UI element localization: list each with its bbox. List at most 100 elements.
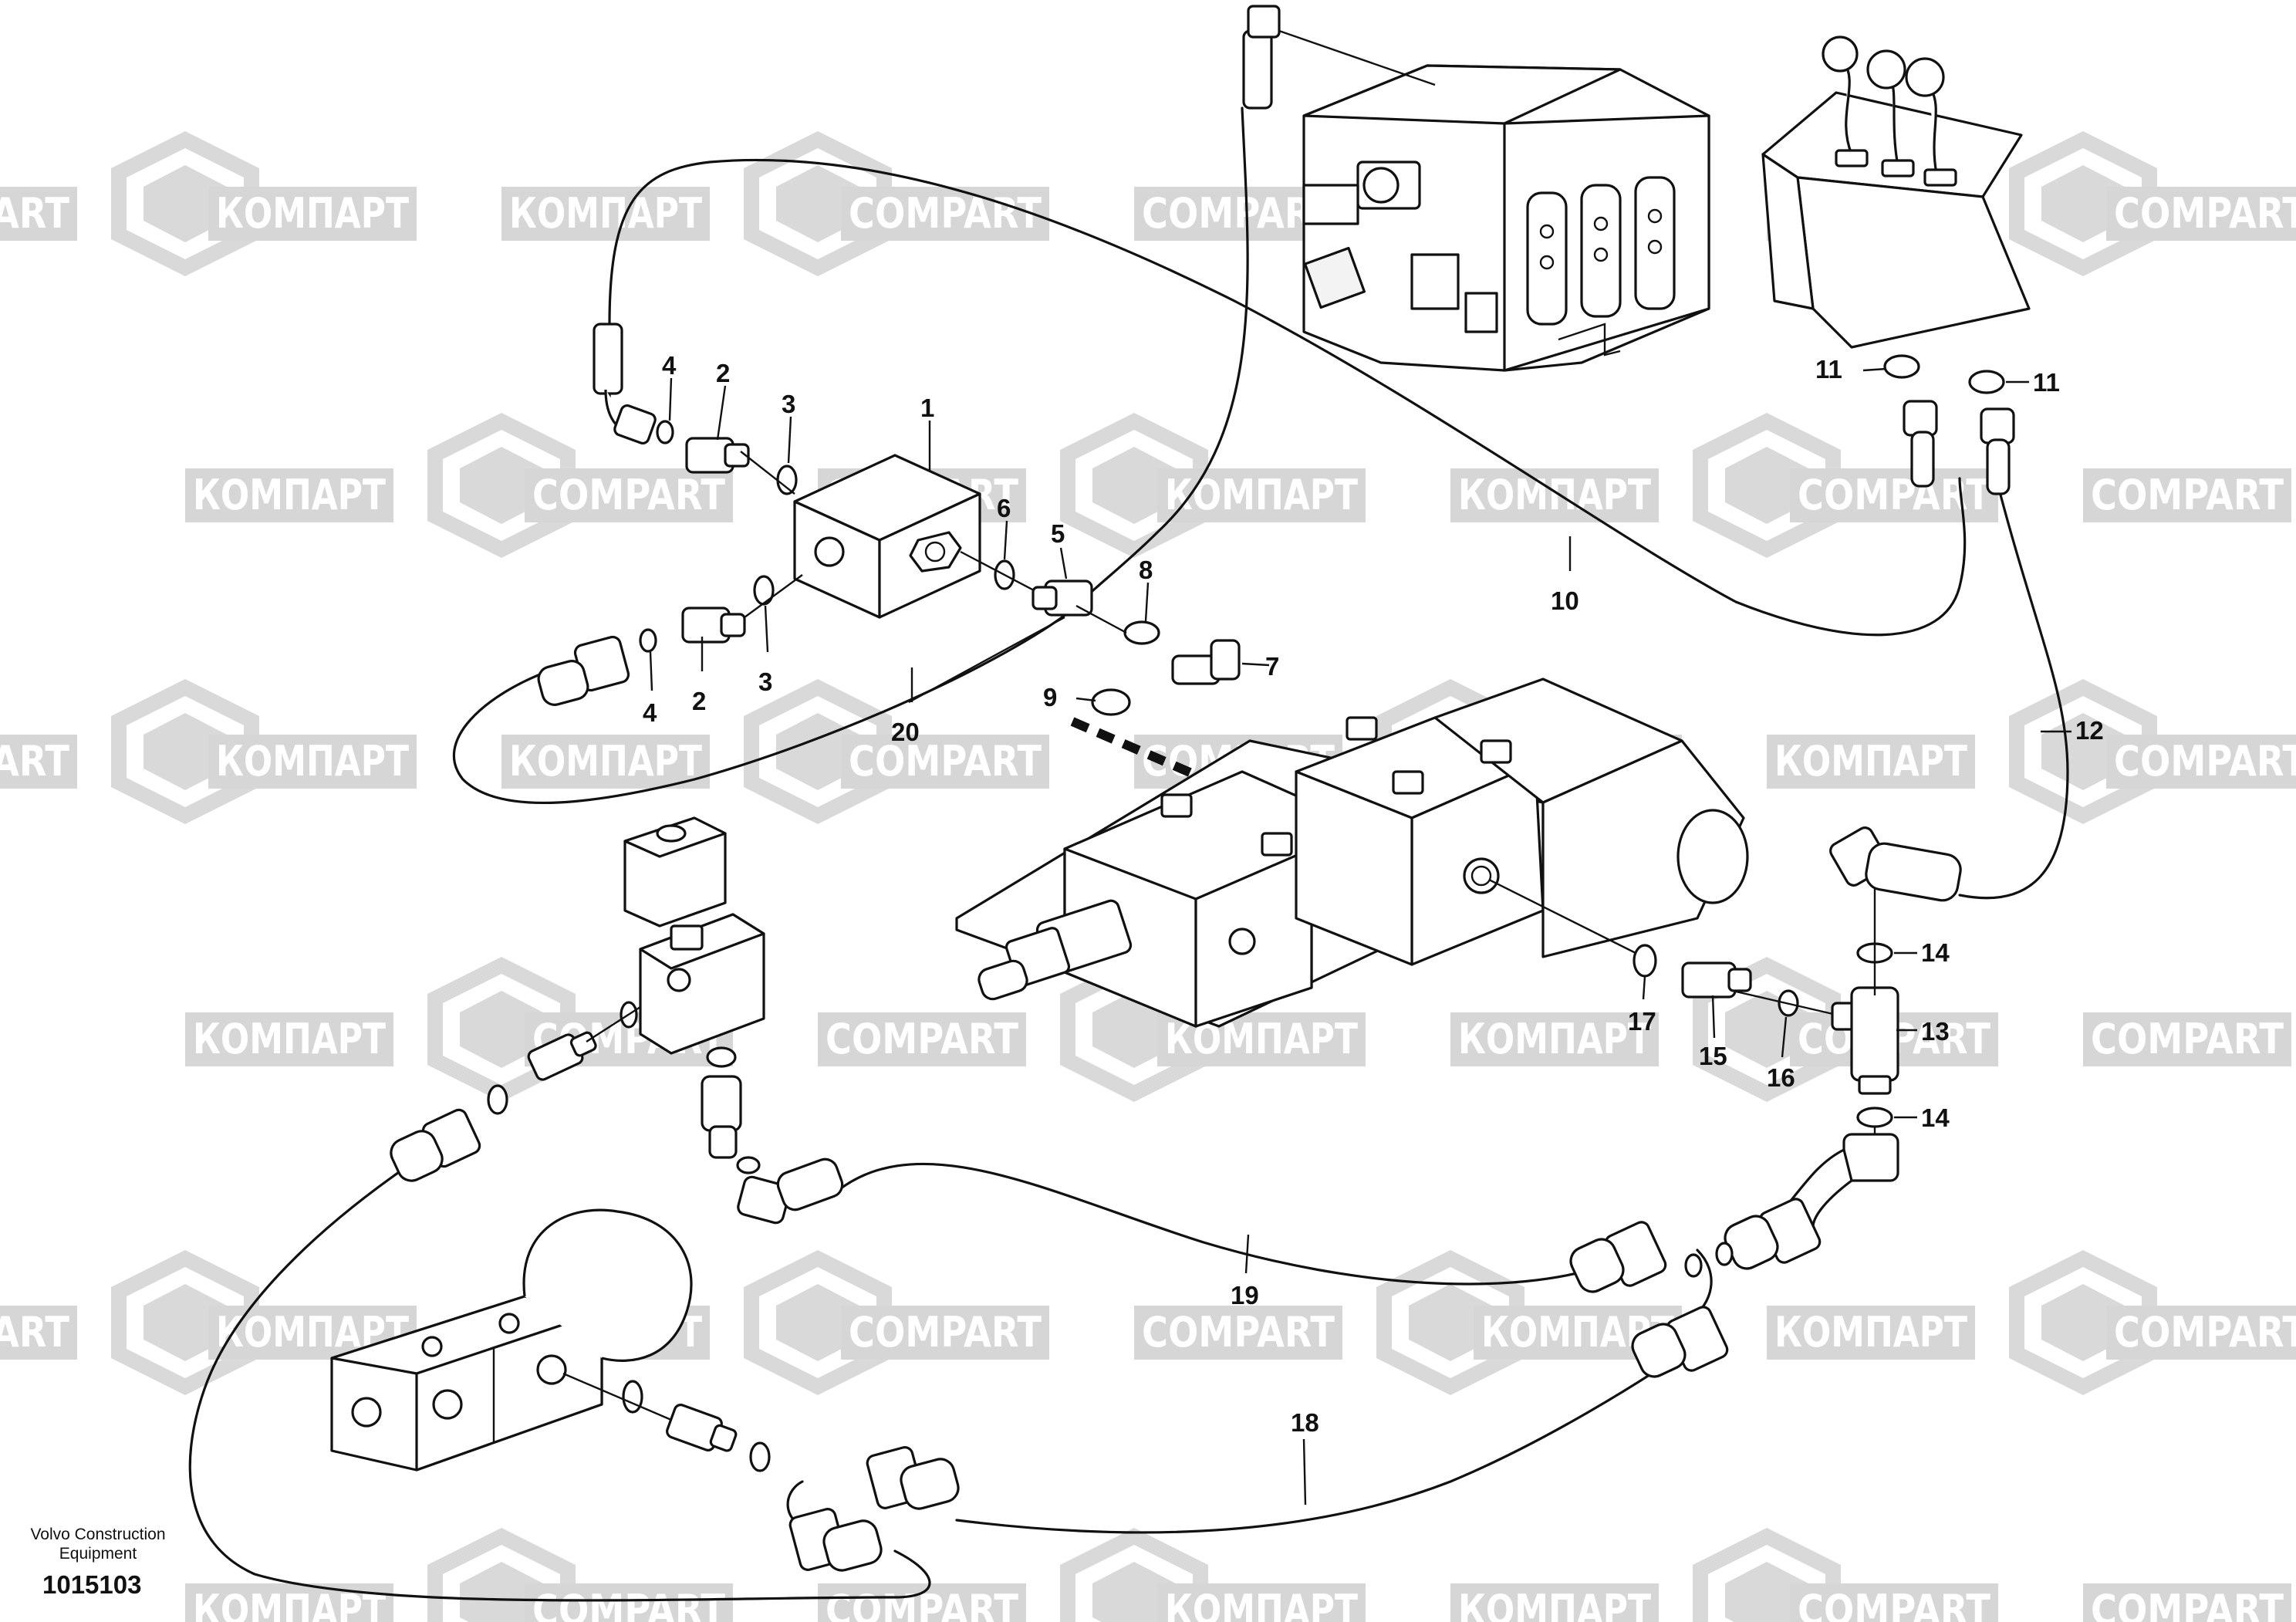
watermark-text: КОМПАРТ — [1774, 1308, 1967, 1357]
callout-18: 18 — [1291, 1408, 1319, 1437]
watermark-band — [525, 468, 733, 522]
watermark-band — [818, 1583, 1026, 1622]
control-valve-block — [1302, 64, 1710, 372]
callout-5: 5 — [1051, 519, 1065, 548]
callout-19: 19 — [1231, 1281, 1259, 1309]
callout-1: 1 — [920, 394, 934, 422]
watermark-text: КОМПАРТ — [1458, 471, 1651, 519]
watermark-text: COMPART — [849, 189, 1042, 238]
watermark-band — [2106, 187, 2296, 241]
elbow-fitting-7 — [1171, 639, 1241, 685]
watermark-band — [2106, 1306, 2296, 1360]
callout-20: 20 — [891, 718, 920, 746]
watermark-text: COMPART — [0, 1308, 69, 1357]
callout-11-left: 11 — [1815, 355, 1842, 384]
watermark-band — [185, 1583, 393, 1622]
manifold-plug — [977, 899, 1133, 1001]
watermark-text: COMPART — [0, 737, 69, 786]
valve-block-1 — [793, 454, 981, 619]
watermark-band — [1450, 1583, 1659, 1622]
watermark-band — [841, 187, 1049, 241]
watermark-text: COMPART — [1798, 1586, 1990, 1622]
watermark-text: COMPART — [532, 1586, 725, 1622]
watermark-band — [2083, 1583, 2291, 1622]
watermark-text: COMPART — [849, 1308, 1042, 1357]
central-valve-manifold — [955, 678, 1749, 1028]
watermark-text: COMPART — [532, 471, 725, 519]
watermark-text: КОМПАРТ — [1774, 737, 1967, 786]
hose-20 — [452, 608, 1074, 805]
callouts: 1 2 2 3 3 4 4 5 6 7 8 9 10 11 11 12 13 1… — [643, 351, 2104, 1437]
callout-9: 9 — [1043, 683, 1057, 711]
callout-10: 10 — [1551, 586, 1579, 615]
block-1-fittings — [537, 323, 1241, 716]
leader-lines — [649, 367, 2071, 1505]
top-hose-fitting — [1242, 5, 1436, 110]
watermark-band — [2083, 1012, 2291, 1066]
tee-fitting-assembly — [1633, 826, 1962, 1228]
watermark-text: COMPART — [826, 1586, 1018, 1622]
manufacturer-line-2: Equipment — [59, 1545, 137, 1563]
watermark-band — [2106, 735, 2296, 789]
watermark-text: COMPART — [849, 737, 1042, 786]
watermark-band — [1450, 468, 1659, 522]
callout-15: 15 — [1699, 1042, 1727, 1070]
watermark-text: COMPART — [2114, 1308, 2296, 1357]
watermark-band — [0, 735, 77, 789]
callout-2-top: 2 — [716, 359, 730, 387]
callout-4-top: 4 — [662, 351, 677, 380]
watermark-band — [818, 1012, 1026, 1066]
watermark-band — [1157, 468, 1366, 522]
drawing-number: 1015103 — [42, 1570, 141, 1599]
watermark-band — [1134, 1306, 1342, 1360]
watermark-text: COMPART — [826, 1015, 1018, 1063]
watermark-text: COMPART — [2091, 471, 2284, 519]
drawing-footer: Volvo Construction Equipment 1015103 — [30, 1526, 165, 1599]
watermark-band — [0, 187, 77, 241]
callout-17: 17 — [1628, 1007, 1656, 1036]
watermark-text: КОМПАРТ — [509, 737, 702, 786]
accumulator-block — [330, 1208, 960, 1572]
hose-10 — [608, 158, 1967, 637]
pilot-control-joystick — [1761, 35, 2031, 349]
watermark-text: COMPART — [0, 189, 69, 238]
watermark-band — [841, 735, 1049, 789]
watermark-text: КОМПАРТ — [216, 737, 409, 786]
watermark-text: КОМПАРТ — [1458, 1586, 1651, 1622]
watermark-band — [525, 1583, 733, 1622]
watermark-band — [1157, 1583, 1366, 1622]
watermark-band — [841, 1306, 1049, 1360]
watermark-band — [0, 1306, 77, 1360]
watermark-band — [185, 468, 393, 522]
joystick-fittings — [1883, 354, 2015, 495]
watermark-text: КОМПАРТ — [193, 471, 386, 519]
watermark-band — [185, 1012, 393, 1066]
callout-7: 7 — [1265, 652, 1279, 681]
watermark-text: COMPART — [2091, 1015, 2284, 1063]
watermark-band — [208, 735, 417, 789]
callout-4-bottom: 4 — [643, 698, 657, 727]
callout-11-right: 11 — [2033, 368, 2060, 397]
callout-12: 12 — [2075, 716, 2104, 745]
hose-ends-right — [1569, 1198, 1822, 1378]
watermark-band — [1767, 735, 1975, 789]
callout-16: 16 — [1767, 1063, 1795, 1092]
watermark-text: КОМПАРТ — [1165, 1586, 1358, 1622]
hose-19 — [839, 1162, 1606, 1286]
callout-6: 6 — [997, 494, 1011, 522]
watermark-text: КОМПАРТ — [216, 189, 409, 238]
hose-20-top — [1071, 106, 1249, 611]
callout-13: 13 — [1921, 1017, 1950, 1046]
watermark-band — [1450, 1012, 1659, 1066]
callout-3-top: 3 — [782, 390, 795, 418]
hose-18 — [955, 1341, 1699, 1534]
left-solenoid-valve — [390, 816, 844, 1225]
callout-14-bottom: 14 — [1921, 1103, 1950, 1132]
manufacturer-line-1: Volvo Construction — [30, 1526, 165, 1543]
hose-loop-left — [188, 1164, 931, 1602]
watermark-text: КОМПАРТ — [1458, 1015, 1651, 1063]
watermark-text: COMPART — [2091, 1586, 2284, 1622]
callout-3-bottom: 3 — [758, 667, 772, 696]
callout-14-top: 14 — [1921, 938, 1950, 967]
